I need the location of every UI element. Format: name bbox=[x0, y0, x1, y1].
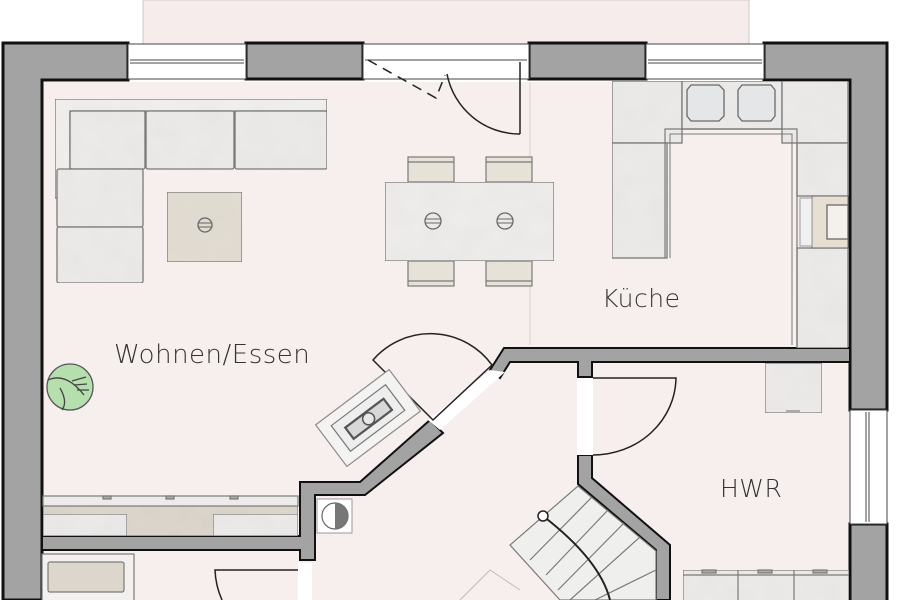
sideboard bbox=[42, 495, 299, 537]
wall-top-left bbox=[1, 41, 130, 600]
dining-table bbox=[384, 181, 555, 262]
hwr-cabinets-bottom bbox=[682, 569, 850, 600]
terrace-door-swing bbox=[367, 59, 521, 135]
double-sink-icon bbox=[686, 84, 776, 122]
lamp-icon bbox=[197, 217, 213, 233]
wall-kitchen-hwr bbox=[488, 347, 851, 380]
wall-top-mid-2 bbox=[527, 41, 648, 81]
kitchen-counter-edge-inner bbox=[669, 133, 793, 345]
lamp-icon bbox=[496, 212, 514, 230]
terrace-area bbox=[142, 0, 750, 46]
wall-top-mid-1 bbox=[244, 41, 365, 81]
door-swing-living bbox=[371, 332, 493, 422]
window-right-hwr bbox=[849, 409, 888, 525]
door-opening-bottom bbox=[298, 563, 312, 600]
corner-sofa bbox=[54, 98, 328, 284]
door-opening-living bbox=[428, 370, 505, 430]
window-top-door bbox=[362, 43, 530, 80]
door-swing-bottom bbox=[214, 569, 298, 600]
door-swing-hwr bbox=[592, 377, 677, 456]
tv-console bbox=[314, 368, 422, 468]
stove-icon bbox=[799, 195, 849, 249]
room-label-kueche: Küche bbox=[602, 284, 681, 313]
door-opening-hwr bbox=[577, 378, 593, 455]
room-label-wohnen-essen: Wohnen/Essen bbox=[114, 340, 311, 370]
wall-living-hall bbox=[41, 418, 445, 561]
stair-handrail bbox=[542, 515, 611, 600]
lamp-icon bbox=[424, 212, 442, 230]
staircase bbox=[459, 485, 657, 600]
dining-chairs bbox=[407, 156, 533, 287]
window-top-3 bbox=[645, 43, 765, 80]
hwr-cabinet-top bbox=[764, 362, 823, 414]
wall-right-lower bbox=[848, 522, 889, 600]
kitchen-counter-edge bbox=[664, 128, 798, 345]
boiler-icon bbox=[316, 498, 353, 534]
coffee-table bbox=[166, 191, 243, 263]
window-top-1 bbox=[127, 43, 247, 80]
room-label-hwr: HWR bbox=[720, 474, 783, 503]
wall-stair bbox=[577, 454, 671, 600]
plant-icon bbox=[46, 363, 94, 411]
closet-bottom-left bbox=[41, 553, 135, 600]
